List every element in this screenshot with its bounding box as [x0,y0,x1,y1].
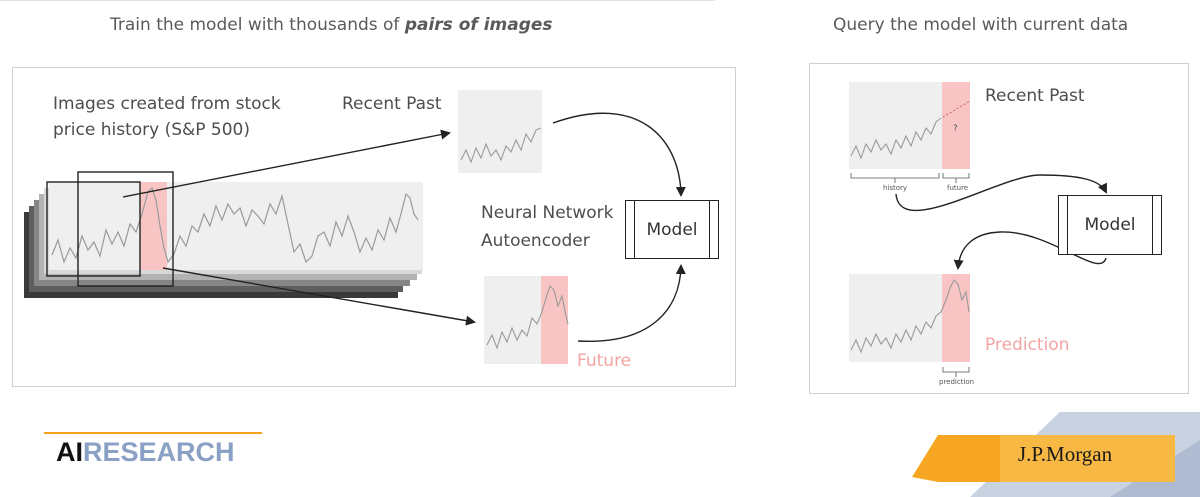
network-label-line1: Neural Network [481,203,614,223]
training-model-label: Model [646,219,698,240]
prediction-small-label: prediction [939,378,975,386]
logo-research-text: RESEARCH [83,437,235,467]
history-bracket [850,173,940,183]
future-thumbnail-highlight [541,276,568,364]
brand-shape-orange-light [1000,435,1175,482]
ai-research-logo: AI RESEARCH [44,432,262,468]
history-label: history [883,184,908,192]
query-history-image [849,82,942,169]
left-heading: Train the model with thousands of pairs … [110,15,553,35]
future-small-label: future [947,184,969,192]
future-bracket [942,173,970,183]
left-heading-emphasis: pairs of images [404,15,553,35]
query-model-label: Model [1084,215,1136,235]
top-rule [0,0,715,1]
arrow-to-future [162,267,476,326]
prediction-bracket [942,367,970,377]
arrow-model-to-prediction [953,231,1107,270]
images-caption-line1: Images created from stock [53,94,281,114]
query-model-box: Model [1058,195,1162,255]
query-future-highlight [942,82,970,169]
prediction-line [850,279,970,354]
right-heading: Query the model with current data [833,15,1129,35]
arrow-to-recent-past [122,129,451,198]
jpmorgan-logo: J.P.Morgan [1018,442,1113,466]
recent-past-label: Recent Past [342,94,442,114]
future-thumbnail-line [486,284,569,350]
query-dotted-extension [942,100,971,118]
future-label: Future [577,351,632,371]
recent-past-line [460,127,542,164]
stock-history-image [49,182,423,270]
network-label-line2: Autoencoder [481,231,590,251]
arrow-to-query-model [895,174,1107,212]
logo-ai-text: AI [56,437,83,467]
training-model-box: Model [625,200,719,259]
arrow-future-to-model [577,264,686,342]
arrow-recent-past-to-model [552,112,686,197]
stock-future-highlight [140,182,167,270]
window-future [77,171,174,287]
prediction-history-image [849,274,942,362]
prediction-highlight [942,274,970,362]
stock-price-line [51,186,419,264]
prediction-label: Prediction [985,335,1070,355]
images-caption-line2: price history (S&P 500) [53,120,251,140]
window-recent-past [46,181,141,277]
query-recent-past-label: Recent Past [985,86,1085,106]
query-history-line [850,117,942,160]
query-question-mark: ? [953,124,958,134]
